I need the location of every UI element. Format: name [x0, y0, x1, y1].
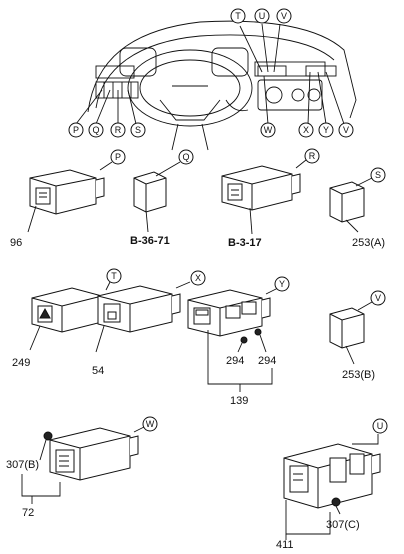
label-b-36-71: B-36-71 — [130, 235, 170, 247]
svg-text:X: X — [303, 125, 309, 135]
callout-v-bottom: V — [338, 122, 354, 138]
svg-text:W: W — [264, 125, 273, 135]
switch-y — [187, 287, 279, 337]
dashboard-illustration — [87, 20, 357, 151]
cover-q — [133, 161, 181, 233]
svg-text:Q: Q — [92, 125, 99, 135]
svg-text:V: V — [281, 11, 287, 21]
svg-text:W: W — [146, 419, 155, 429]
switch-p — [27, 161, 113, 233]
cover-v — [329, 301, 373, 365]
callout-x: X — [298, 122, 314, 138]
bracket-411 — [285, 500, 331, 535]
callout-u-row: U — [372, 418, 388, 434]
switch-x — [95, 281, 191, 353]
svg-text:V: V — [375, 293, 381, 303]
callout-q: Q — [88, 122, 104, 138]
callout-t: T — [230, 8, 246, 24]
label-294-b: 294 — [258, 355, 276, 367]
label-54: 54 — [92, 365, 104, 377]
callout-s-row: S — [370, 167, 386, 183]
label-253b: 253(B) — [342, 369, 375, 381]
label-307b: 307(B) — [6, 459, 39, 471]
svg-text:Q: Q — [182, 152, 189, 162]
svg-text:X: X — [195, 273, 201, 283]
label-307c: 307(C) — [326, 519, 360, 531]
svg-text:P: P — [115, 152, 121, 162]
label-253a: 253(A) — [352, 237, 385, 249]
switch-t — [29, 281, 111, 351]
screw-307c — [331, 497, 341, 515]
label-96: 96 — [10, 237, 22, 249]
svg-text:R: R — [115, 125, 122, 135]
callout-x-row: X — [190, 270, 206, 286]
switch-u — [283, 443, 381, 509]
svg-text:S: S — [375, 170, 381, 180]
bracket-72 — [21, 474, 61, 497]
callout-s: S — [130, 122, 146, 138]
callout-w: W — [260, 122, 276, 138]
svg-text:U: U — [377, 421, 384, 431]
callout-q-row: Q — [178, 149, 194, 165]
callout-t-row: T — [106, 268, 122, 284]
svg-text:R: R — [309, 151, 316, 161]
callout-y: Y — [318, 122, 334, 138]
label-294-a: 294 — [226, 355, 244, 367]
svg-text:S: S — [135, 125, 141, 135]
callout-r: R — [110, 122, 126, 138]
label-249: 249 — [12, 357, 30, 369]
callout-p-row: P — [110, 149, 126, 165]
screw-294-b — [254, 328, 267, 353]
switch-w — [49, 425, 147, 481]
callout-v-row: V — [370, 290, 386, 306]
dashboard-leaders — [75, 23, 345, 125]
label-411: 411 — [276, 539, 294, 551]
svg-text:Y: Y — [323, 125, 329, 135]
svg-text:U: U — [259, 11, 266, 21]
svg-text:V: V — [343, 125, 349, 135]
leader-u — [352, 434, 379, 445]
switch-r — [221, 159, 307, 235]
callout-y-row: Y — [274, 276, 290, 292]
label-72: 72 — [22, 507, 34, 519]
label-b-3-17: B-3-17 — [228, 237, 262, 249]
label-139: 139 — [230, 395, 248, 407]
svg-text:T: T — [111, 271, 117, 281]
svg-text:Y: Y — [279, 279, 285, 289]
screw-294-a — [237, 336, 248, 353]
svg-text:P: P — [73, 125, 79, 135]
screw-307b — [39, 431, 53, 461]
callout-u: U — [254, 8, 270, 24]
svg-text:T: T — [235, 11, 241, 21]
cover-s — [329, 177, 373, 233]
callout-v-top: V — [276, 8, 292, 24]
callout-w-row: W — [142, 416, 158, 432]
callout-p: P — [68, 122, 84, 138]
callout-r-row: R — [304, 148, 320, 164]
